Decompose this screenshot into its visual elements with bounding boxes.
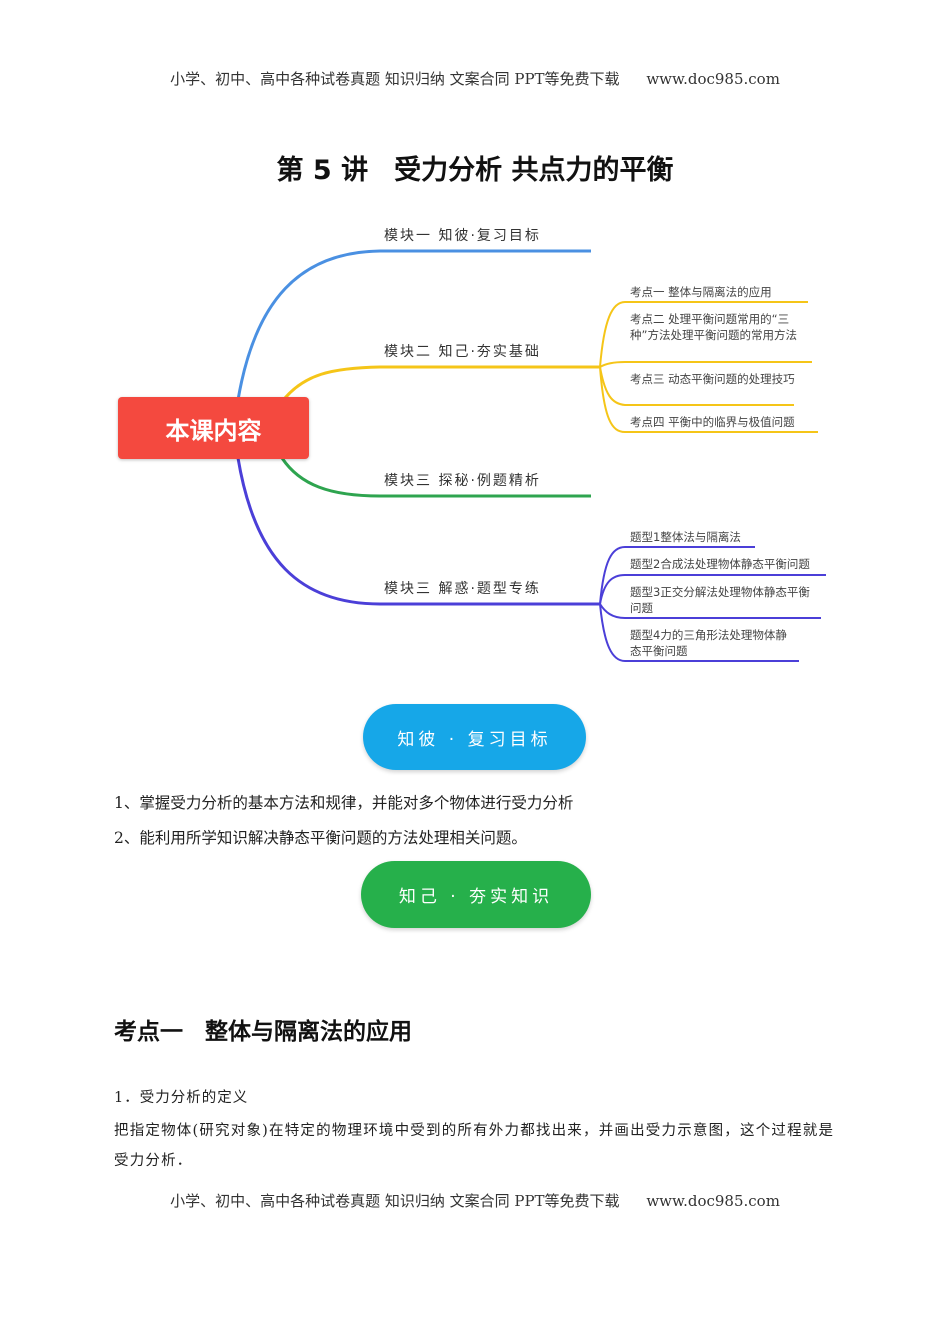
branch1-curve [236, 249, 591, 401]
branch3-curve [280, 457, 591, 498]
branch2-curve [283, 365, 600, 399]
kaodian-heading: 考点一整体与隔离法的应用 [114, 1012, 412, 1046]
branch4-leaf1 [599, 546, 755, 605]
branch4-leaf4 [599, 603, 799, 662]
branch2-leaf4 [599, 366, 818, 433]
branch-label-2: 模块二 知己·夯实基础 [384, 344, 541, 360]
document-title: 第 5 讲受力分析 共点力的平衡 [0, 148, 950, 187]
objective-item-2: 2、能利用所学知识解决静态平衡问题的方法处理相关问题。 [114, 829, 527, 847]
branch-label-3: 模块三 探秘·例题精析 [384, 473, 541, 489]
branch2-leaf2 [599, 361, 812, 368]
leaf-tixing-2: 题型2合成法处理物体静态平衡问题 [630, 557, 810, 571]
definition-paragraph: 把指定物体(研究对象)在特定的物理环境中受到的所有外力都找出来，并画出受力示意图… [114, 1123, 835, 1169]
definition-subheading: 1．受力分析的定义 [114, 1090, 249, 1106]
branch2-leaf1 [599, 301, 808, 368]
kaodian-label: 考点一 [114, 1019, 183, 1045]
footer-text: 小学、初中、高中各种试卷真题 知识归纳 文案合同 PPT等免费下载 [170, 1192, 620, 1210]
lecture-topic: 受力分析 共点力的平衡 [394, 155, 674, 186]
branch-label-1: 模块一 知彼·复习目标 [384, 228, 541, 244]
branch-label-4: 模块三 解惑·题型专练 [384, 581, 541, 597]
section-pill-review-goals: 知彼 · 复习目标 [363, 704, 586, 770]
section-pill-foundation: 知己 · 夯实知识 [361, 861, 591, 928]
leaf-kaodian-4: 考点四 平衡中的临界与极值问题 [630, 415, 795, 429]
header-text: 小学、初中、高中各种试卷真题 知识归纳 文案合同 PPT等免费下载 [170, 70, 620, 88]
branch4-leaf2 [599, 574, 826, 605]
mindmap-center-node: 本课内容 [118, 397, 309, 459]
lecture-number: 第 5 讲 [276, 155, 369, 186]
leaf-tixing-4: 题型4力的三角形法处理物体静态平衡问题 [630, 628, 787, 658]
page-header: 小学、初中、高中各种试卷真题 知识归纳 文案合同 PPT等免费下载 www.do… [0, 68, 950, 89]
kaodian-title: 整体与隔离法的应用 [205, 1019, 412, 1045]
footer-site-link[interactable]: www.doc985.com [646, 1192, 780, 1210]
header-site-link[interactable]: www.doc985.com [646, 70, 780, 88]
leaf-kaodian-1: 考点一 整体与隔离法的应用 [630, 285, 772, 299]
leaf-tixing-1: 题型1整体法与隔离法 [630, 530, 741, 544]
leaf-kaodian-2: 考点二 处理平衡问题常用的“三种”方法处理平衡问题的常用方法 [630, 312, 797, 342]
objective-item-1: 1、掌握受力分析的基本方法和规律，并能对多个物体进行受力分析 [114, 794, 574, 812]
mindmap-connectors [236, 249, 826, 662]
leaf-tixing-3: 题型3正交分解法处理物体静态平衡问题 [630, 585, 810, 615]
page-footer: 小学、初中、高中各种试卷真题 知识归纳 文案合同 PPT等免费下载 www.do… [0, 1190, 950, 1211]
branch4-curve [236, 457, 600, 606]
branch4-leaf3 [599, 603, 821, 619]
leaf-kaodian-3: 考点三 动态平衡问题的处理技巧 [630, 372, 795, 386]
